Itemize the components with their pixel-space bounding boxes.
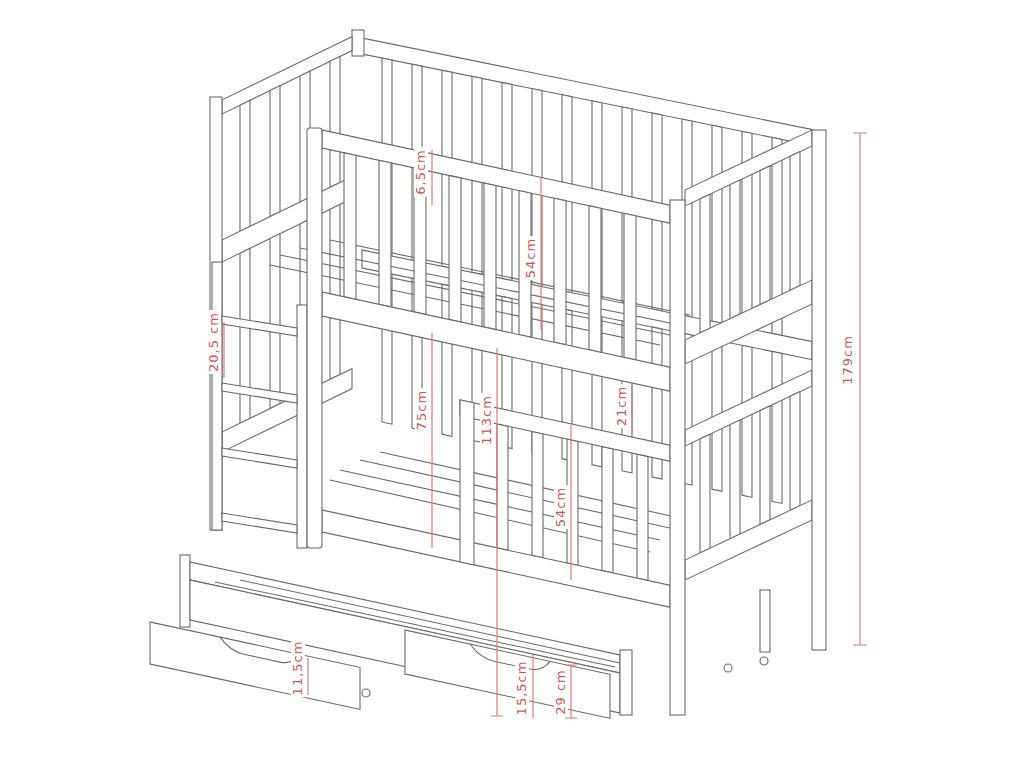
dimension-label: 11,5cm — [291, 639, 305, 698]
dimension-label: 54cm — [524, 236, 538, 280]
dimension-label: 6,5cm — [414, 147, 428, 197]
dimension-label: 179cm — [841, 333, 855, 387]
dimension-label: 15,5cm — [515, 659, 529, 718]
dimension-label: 113cm — [480, 393, 494, 447]
dimension-label: 20,5 cm — [207, 310, 221, 374]
dimension-label: 75cm — [415, 388, 429, 432]
dimension-label: 29 cm — [554, 667, 568, 717]
dimension-label: 21cm — [615, 384, 629, 428]
dimension-label: 54cm — [554, 485, 568, 529]
